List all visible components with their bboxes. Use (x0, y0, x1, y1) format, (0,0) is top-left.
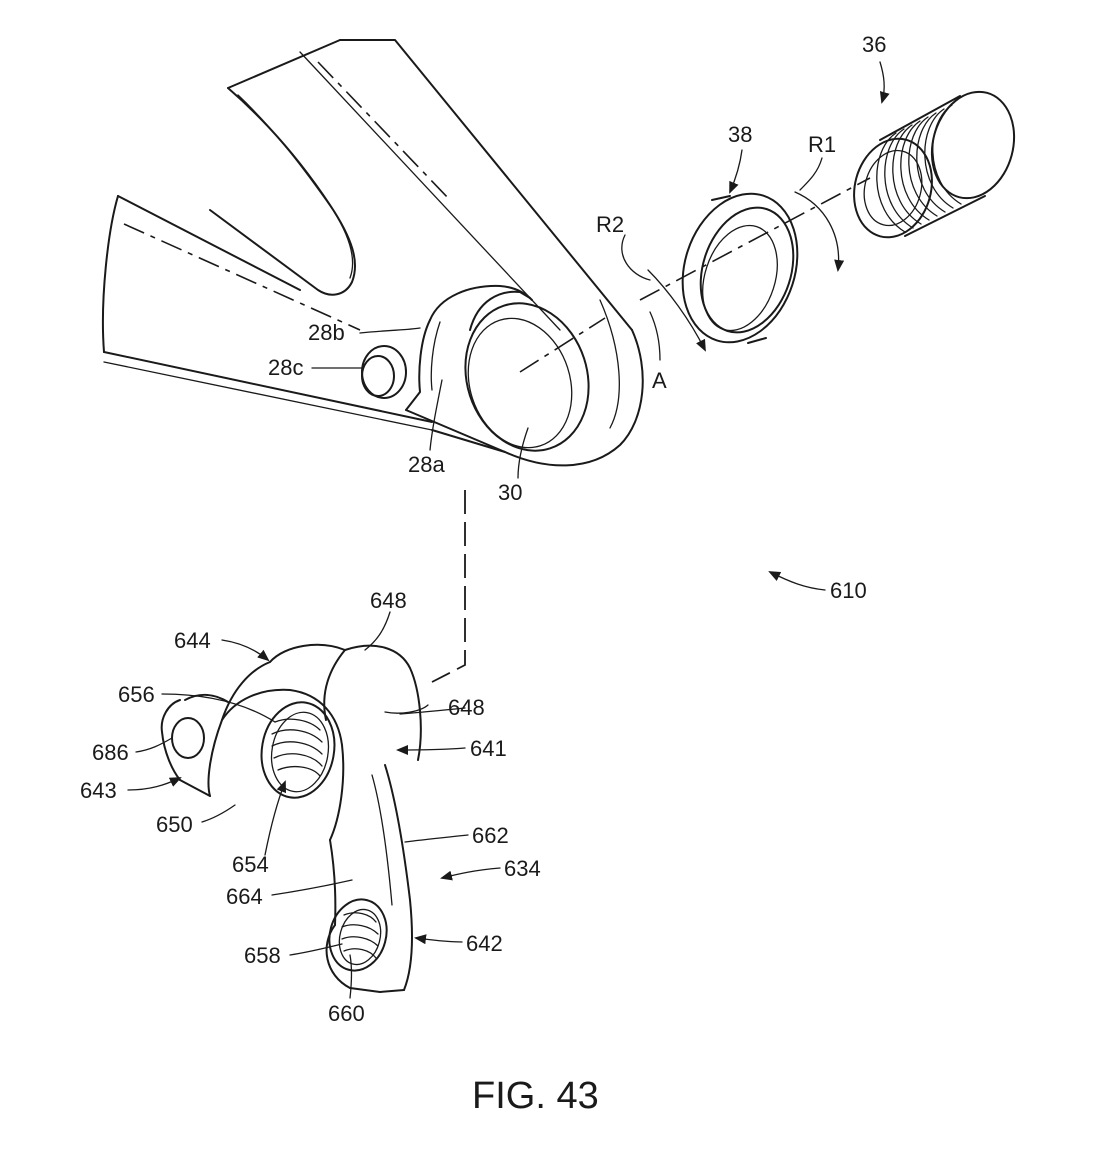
frame-tube (103, 40, 643, 465)
label-r2: R2 (596, 212, 624, 237)
insert-36 (843, 82, 1025, 246)
label-38: 38 (728, 122, 752, 147)
label-643: 643 (80, 778, 117, 803)
label-648-side: 648 (448, 695, 485, 720)
label-28b: 28b (308, 320, 345, 345)
figure-caption: FIG. 43 (472, 1075, 599, 1117)
label-28a: 28a (408, 452, 445, 477)
label-686: 686 (92, 740, 129, 765)
callout-labels: 36 38 R1 R2 A 28b 28c 28a 30 610 648 644… (80, 32, 886, 1026)
label-656: 656 (118, 682, 155, 707)
assembly-line (432, 490, 465, 682)
label-36: 36 (862, 32, 886, 57)
ring-38 (664, 179, 816, 358)
arrow-r1 (795, 192, 839, 270)
label-644: 644 (174, 628, 211, 653)
label-634: 634 (504, 856, 541, 881)
label-610: 610 (830, 578, 867, 603)
label-664: 664 (226, 884, 263, 909)
bore-30 (430, 286, 607, 467)
label-650: 650 (156, 812, 193, 837)
label-654: 654 (232, 852, 269, 877)
label-642: 642 (466, 931, 503, 956)
label-641: 641 (470, 736, 507, 761)
label-648-top: 648 (370, 588, 407, 613)
label-r1: R1 (808, 132, 836, 157)
pin-28c (362, 346, 406, 398)
label-a: A (652, 368, 667, 393)
label-28c: 28c (268, 355, 303, 380)
label-660: 660 (328, 1001, 365, 1026)
label-658: 658 (244, 943, 281, 968)
recess-28 (362, 320, 505, 452)
label-30: 30 (498, 480, 522, 505)
label-662: 662 (472, 823, 509, 848)
arrow-r2 (648, 270, 705, 350)
